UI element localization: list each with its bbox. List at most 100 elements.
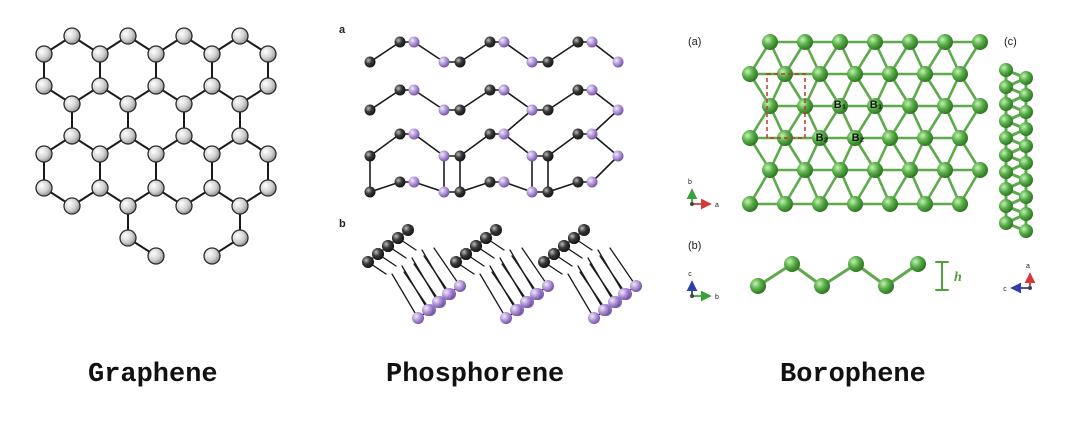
boron-atom (742, 66, 758, 82)
phosphorene-bond (547, 41, 579, 63)
graphene-atom (119, 95, 137, 113)
phosphorene-bond (413, 133, 445, 157)
graphene-atom (119, 197, 137, 215)
phosphorene-bond (567, 273, 595, 319)
graphene-atom (175, 27, 193, 45)
boron-atom (750, 278, 766, 294)
phosphorus-atom-black (558, 240, 570, 252)
boron-atom (797, 34, 813, 50)
phosphorus-atom-black (578, 224, 590, 236)
phosphorene-bond (599, 255, 627, 295)
boron-atom (882, 196, 898, 212)
boron-atom (1019, 105, 1033, 119)
boron-atom (999, 165, 1013, 179)
phosphorene-bond (459, 133, 491, 157)
phosphorene-bond (413, 41, 445, 63)
phosphorus-atom-black (372, 248, 384, 260)
site-label: B₂ (852, 132, 865, 144)
boron-atom (937, 98, 953, 114)
graphene-atom (259, 145, 277, 163)
phosphorus-atom-purple (438, 56, 450, 68)
borophene-panel-a-label: (a) (688, 36, 702, 48)
phosphorus-atom-black (480, 232, 492, 244)
phosphorene-bond (459, 41, 491, 63)
phosphorene-bond (501, 263, 529, 303)
site-label: B₂ (816, 132, 829, 144)
boron-atom (762, 162, 778, 178)
phosphorene-bond (609, 247, 637, 287)
boron-atom (902, 98, 918, 114)
phosphorus-atom-black (364, 104, 376, 116)
phosphorene-bond (591, 155, 619, 183)
site-label: B₁ (834, 99, 847, 111)
boron-atom (812, 66, 828, 82)
phosphorus-atom-purple (618, 288, 630, 300)
phosphorus-atom-black (572, 128, 584, 140)
graphene-atom (91, 145, 109, 163)
graphene-lattice (35, 27, 277, 265)
axis-label-vertical: a (1026, 263, 1030, 270)
phosphorus-atom-black (572, 36, 584, 48)
boron-atom (797, 162, 813, 178)
axis-label-horizontal: a (715, 202, 719, 209)
boron-atom (917, 196, 933, 212)
phosphorus-atom-black (568, 232, 580, 244)
phosphorus-atom-purple (498, 176, 510, 188)
boron-atom (784, 256, 800, 272)
phosphorus-atom-purple (500, 312, 512, 324)
phosphorus-atom-black (394, 128, 406, 140)
phosphorus-atom-black (454, 56, 466, 68)
graphene-atom (231, 95, 249, 113)
unit-cell (766, 73, 806, 139)
phosphorus-atom-black (454, 186, 466, 198)
boron-atom (999, 199, 1013, 213)
graphene-atom (63, 27, 81, 45)
phosphorus-atom-black (572, 176, 584, 188)
graphene-atom (203, 77, 221, 95)
phosphorene-bond (459, 89, 491, 111)
phosphorus-atom-purple (526, 56, 538, 68)
graphene-atom (203, 247, 221, 265)
phosphorene-bond (579, 271, 607, 311)
boron-atom (999, 114, 1013, 128)
phosphorus-atom-purple (526, 104, 538, 116)
graphene-atom (203, 145, 221, 163)
graphene-atom (119, 27, 137, 45)
phosphorus-atom-purple (612, 104, 624, 116)
boron-atom (972, 162, 988, 178)
axis-origin (1028, 286, 1032, 290)
boron-atom (847, 196, 863, 212)
boron-atom (972, 34, 988, 50)
phosphorus-atom-purple (612, 150, 624, 162)
boron-atom (847, 130, 863, 146)
phosphorus-atom-black (454, 104, 466, 116)
graphene-atom (147, 179, 165, 197)
phosphorus-atom-purple (526, 186, 538, 198)
phosphorus-atom-purple (586, 128, 598, 140)
phosphorus-atom-black (460, 248, 472, 260)
phosphorene-bond (491, 271, 519, 311)
graphene-atom (259, 179, 277, 197)
graphene-atom (35, 179, 53, 197)
boron-atom (832, 162, 848, 178)
graphene-atom (231, 127, 249, 145)
boron-atom (1019, 71, 1033, 85)
phosphorus-atom-black (542, 56, 554, 68)
phosphorus-atom-purple (586, 36, 598, 48)
phosphorus-atom-black (394, 176, 406, 188)
phosphorene-bond (403, 271, 431, 311)
borophene-edge-view (999, 63, 1033, 238)
graphene-atom (91, 179, 109, 197)
boron-atom (882, 130, 898, 146)
phosphorus-atom-black (364, 186, 376, 198)
phosphorene-panel-b-label: b (339, 218, 346, 230)
phosphorene-bond (369, 41, 401, 63)
boron-atom (814, 278, 830, 294)
boron-atom (1019, 173, 1033, 187)
graphene-atom (119, 229, 137, 247)
phosphorus-atom-black (392, 232, 404, 244)
phosphorene-bond (547, 89, 579, 111)
graphene-atom (63, 95, 81, 113)
phosphorene-bond (503, 41, 533, 63)
